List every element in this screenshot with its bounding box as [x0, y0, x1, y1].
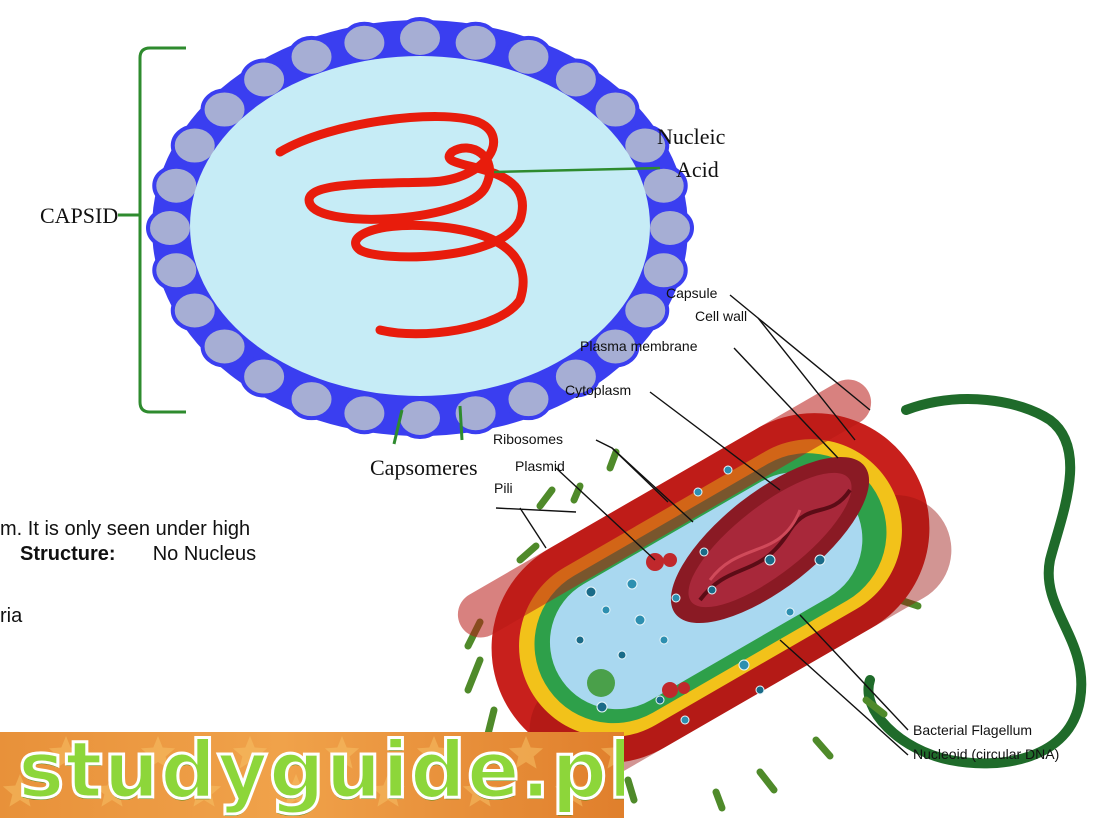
capsomere [203, 327, 247, 365]
ribosome [602, 606, 610, 614]
nucleic-label-line1: Nucleic [657, 124, 725, 150]
ribosome [756, 686, 764, 694]
plasmid-label: Plasmid [515, 458, 565, 474]
pilus [540, 490, 552, 506]
ribosome [656, 696, 664, 704]
capsomere [506, 38, 550, 76]
nucleic-label-line2: Acid [676, 157, 719, 183]
capsomere [398, 399, 442, 437]
capsomere [398, 19, 442, 57]
ribosome [700, 548, 708, 556]
ribosome [739, 660, 749, 670]
ribosome [576, 636, 584, 644]
capsomere [342, 24, 386, 62]
pilus [628, 780, 634, 800]
pili-label: Pili [494, 480, 513, 496]
capsomere [454, 24, 498, 62]
cell-wall-label: Cell wall [695, 308, 747, 324]
body-text-line3: ria [0, 605, 22, 628]
ribosome [765, 555, 775, 565]
capsomere [154, 167, 198, 205]
studyguide-logo: studyguide.pk [0, 732, 624, 818]
ribosome [815, 555, 825, 565]
capsomere [290, 38, 334, 76]
ribosome [660, 636, 668, 644]
pilus [610, 452, 616, 468]
ribosomes-label: Ribosomes [493, 431, 563, 447]
body-text-line2: Structure: No Nucleus [20, 543, 256, 566]
capsomere [648, 209, 692, 247]
ribosome [681, 716, 689, 724]
ribosome [672, 594, 680, 602]
ribosome [597, 702, 607, 712]
logo-text: studyguide.pk [18, 732, 624, 816]
structure-heading: Structure: [20, 543, 116, 565]
pilus [760, 772, 774, 790]
capsomere [290, 380, 334, 418]
ribosome [786, 608, 794, 616]
pilus [716, 792, 722, 808]
capsid-label: CAPSID [40, 203, 118, 229]
plasma-membrane-label: Plasma membrane [580, 338, 698, 354]
ribosome [586, 587, 596, 597]
capsomere [173, 291, 217, 329]
flagellum-label: Bacterial Flagellum [913, 722, 1032, 738]
pilus [816, 740, 830, 756]
capsomere [342, 394, 386, 432]
ribosome [708, 586, 716, 594]
ribosome [694, 488, 702, 496]
body-text-line1: m. It is only seen under high [0, 518, 250, 541]
capsomere [242, 358, 286, 396]
capsule-label: Capsule [666, 285, 717, 301]
cytoplasm-label: Cytoplasm [565, 382, 631, 398]
capsomere [148, 209, 192, 247]
ribosome [635, 615, 645, 625]
capsomere [154, 251, 198, 289]
nucleoid-label: Nucleoid (circular DNA) [913, 746, 1059, 762]
structure-value: No Nucleus [153, 543, 256, 565]
storage-granule [587, 669, 615, 697]
ribosome [724, 466, 732, 474]
ribosome [627, 579, 637, 589]
pilus [468, 660, 480, 690]
ribosome [618, 651, 626, 659]
